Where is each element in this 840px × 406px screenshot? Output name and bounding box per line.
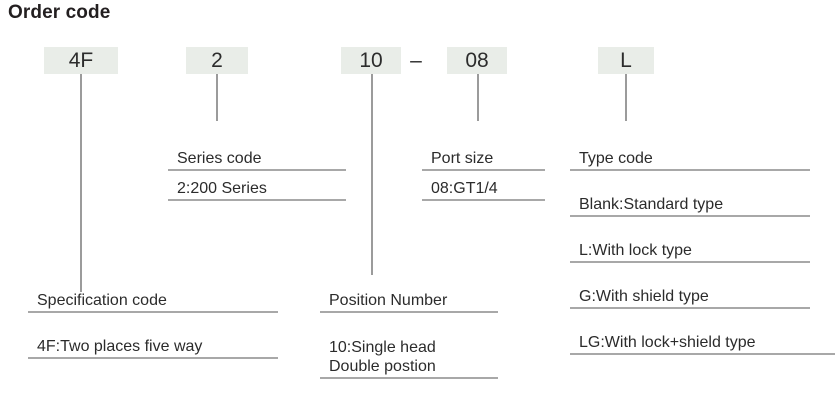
type-code-option-2: G:With shield type xyxy=(570,288,810,309)
block-series-code: Series code 2:200 Series xyxy=(168,150,346,201)
port-size-option-0: 08:GT1/4 xyxy=(422,180,545,201)
code-token-specification: 4F xyxy=(44,47,118,74)
type-code-option-3: LG:With lock+shield type xyxy=(570,334,835,355)
block-port-size: Port size 08:GT1/4 xyxy=(422,150,545,201)
series-code-heading: Series code xyxy=(168,150,346,171)
specification-code-option-0: 4F:Two places five way xyxy=(28,338,278,359)
block-specification-code: Specification code 4F:Two places five wa… xyxy=(28,292,278,359)
code-token-position: 10 xyxy=(341,47,401,74)
connector-series xyxy=(216,74,218,121)
position-number-option-0: 10:Single head Double postion xyxy=(320,338,498,379)
position-number-option-line-1: 10:Single head xyxy=(329,339,436,356)
code-token-series: 2 xyxy=(186,47,248,74)
block-position-number: Position Number 10:Single head Double po… xyxy=(320,292,498,379)
type-code-option-0: Blank:Standard type xyxy=(570,196,810,217)
port-size-heading: Port size xyxy=(422,150,545,171)
page-title: Order code xyxy=(8,2,111,23)
position-number-heading: Position Number xyxy=(320,292,498,313)
block-type-code: Type code Blank:Standard type L:With loc… xyxy=(570,150,835,355)
type-code-heading: Type code xyxy=(570,150,810,171)
series-code-option-0: 2:200 Series xyxy=(168,180,346,201)
connector-port xyxy=(477,74,479,121)
connector-specification xyxy=(80,74,82,292)
type-code-option-1: L:With lock type xyxy=(570,242,810,263)
code-token-separator: – xyxy=(410,49,422,72)
position-number-option-line-2: Double postion xyxy=(329,358,436,375)
connector-position xyxy=(371,74,373,275)
code-token-port: 08 xyxy=(447,47,507,74)
specification-code-heading: Specification code xyxy=(28,292,278,313)
connector-type xyxy=(625,74,627,121)
code-token-type: L xyxy=(598,47,654,74)
